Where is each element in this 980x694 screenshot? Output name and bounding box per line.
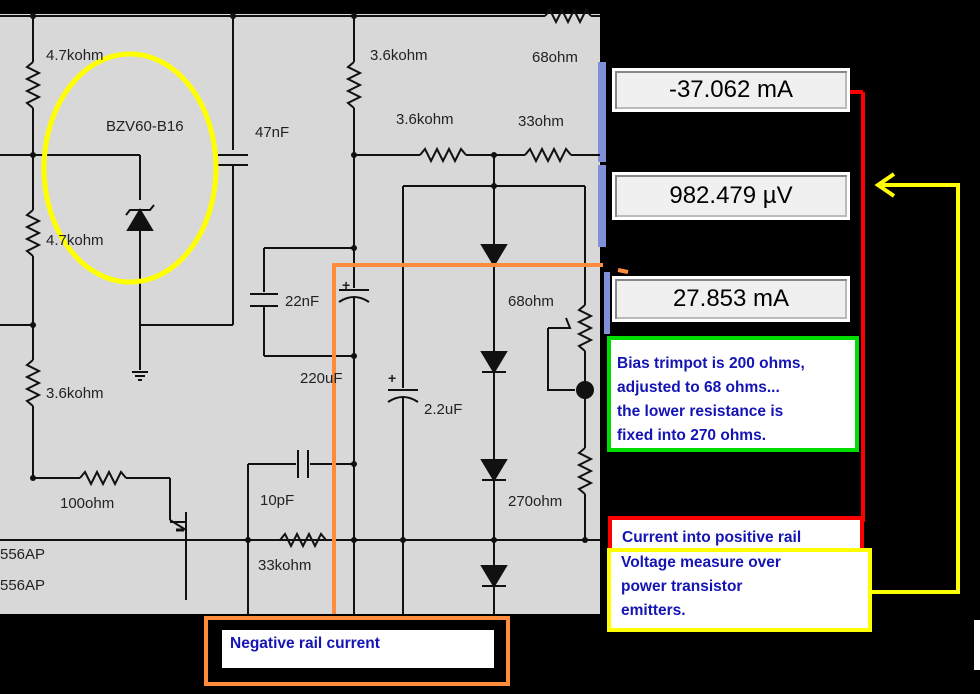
meter-emitter-voltage: 982.479 µV (612, 172, 850, 220)
negative-rail-box (222, 630, 494, 668)
voltage-note: Voltage measure over power transistor em… (617, 551, 867, 623)
voltage-note-frame (607, 548, 872, 632)
label-r-270: 270ohm (508, 493, 563, 510)
label-r-top-mid: 3.6kohm (370, 47, 428, 64)
voltage-note-line-2: power transistor (621, 578, 743, 595)
label-r-68-trim: 68ohm (508, 293, 554, 310)
label-part-a: 556AP (0, 546, 46, 563)
label-r-base: 100ohm (60, 495, 115, 512)
label-c-22n: 22nF (285, 293, 320, 310)
circuit-wires (0, 7, 600, 614)
label-part-b: 556AP (0, 577, 46, 594)
meter-bar-2 (598, 165, 606, 247)
label-c-47n: 47nF (255, 124, 290, 141)
label-plus-220u: + (342, 277, 351, 293)
edge-fragment (974, 620, 980, 670)
voltage-note-line-3: emitters. (621, 602, 686, 619)
bias-note-line-1: Bias trimpot is 200 ohms, (617, 355, 805, 372)
junction-dots (30, 13, 588, 543)
label-r-mid-left: 4.7kohm (46, 232, 104, 249)
meter-negative-current: 27.853 mA (612, 276, 850, 322)
bias-note-frame (607, 336, 859, 452)
negative-rail-arrow (332, 263, 629, 614)
schematic-canvas (0, 14, 600, 614)
bias-note: Bias trimpot is 200 ohms, adjusted to 68… (613, 352, 855, 448)
trimpot-wiper (576, 381, 594, 399)
label-r-68-top: 68ohm (532, 49, 578, 66)
zener-highlight (41, 51, 219, 285)
label-r-low-left: 3.6kohm (46, 385, 104, 402)
negative-rail-note: Negative rail current (230, 635, 380, 652)
voltage-note-line-1: Voltage measure over (621, 554, 781, 571)
label-r-33k: 33kohm (258, 557, 312, 574)
label-r-mid-mid: 3.6kohm (396, 111, 454, 128)
bias-note-line-4: fixed into 270 ohms. (617, 427, 767, 444)
label-c-2u2: 2.2uF (424, 401, 463, 418)
label-c-10p: 10pF (260, 492, 295, 509)
voltage-arrow (872, 172, 960, 594)
meter-bar-1 (598, 62, 606, 162)
positive-rail-note: Current into positive rail (622, 529, 802, 546)
label-r-top-left: 4.7kohm (46, 47, 104, 64)
bias-note-line-3: the lower resistance is (617, 403, 784, 420)
label-zener: BZV60-B16 (106, 118, 184, 135)
bias-note-line-2: adjusted to 68 ohms... (617, 379, 780, 396)
label-plus-2u2: + (388, 370, 397, 386)
meter-bar-3 (604, 272, 610, 334)
label-r-33: 33ohm (518, 113, 564, 130)
meter-positive-current: -37.062 mA (612, 68, 850, 112)
label-c-220u: 220uF (300, 370, 343, 387)
